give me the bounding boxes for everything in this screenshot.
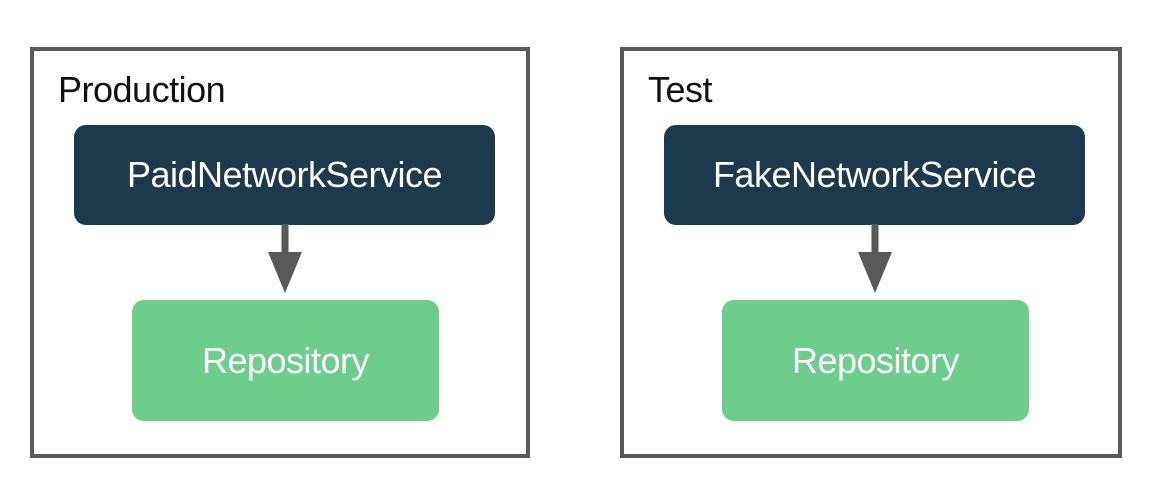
repository-box-test: Repository [722,300,1029,421]
repository-box-production: Repository [132,300,439,421]
panel-production-label: Production [58,69,226,110]
service-box-test-label: FakeNetworkService [712,154,1037,195]
panel-test: Test FakeNetworkService Repository [620,47,1122,458]
arrow-down-icon [858,224,892,293]
arrow-down-icon [268,224,302,293]
service-box-production-label: PaidNetworkService [126,154,443,195]
repository-box-test-label: Repository [791,339,960,381]
repository-box-production-label: Repository [201,339,370,381]
service-box-test: FakeNetworkService [664,125,1085,225]
panel-test-label: Test [648,69,713,110]
service-box-production: PaidNetworkService [74,125,495,225]
panel-production: Production PaidNetworkService Repository [30,47,530,458]
